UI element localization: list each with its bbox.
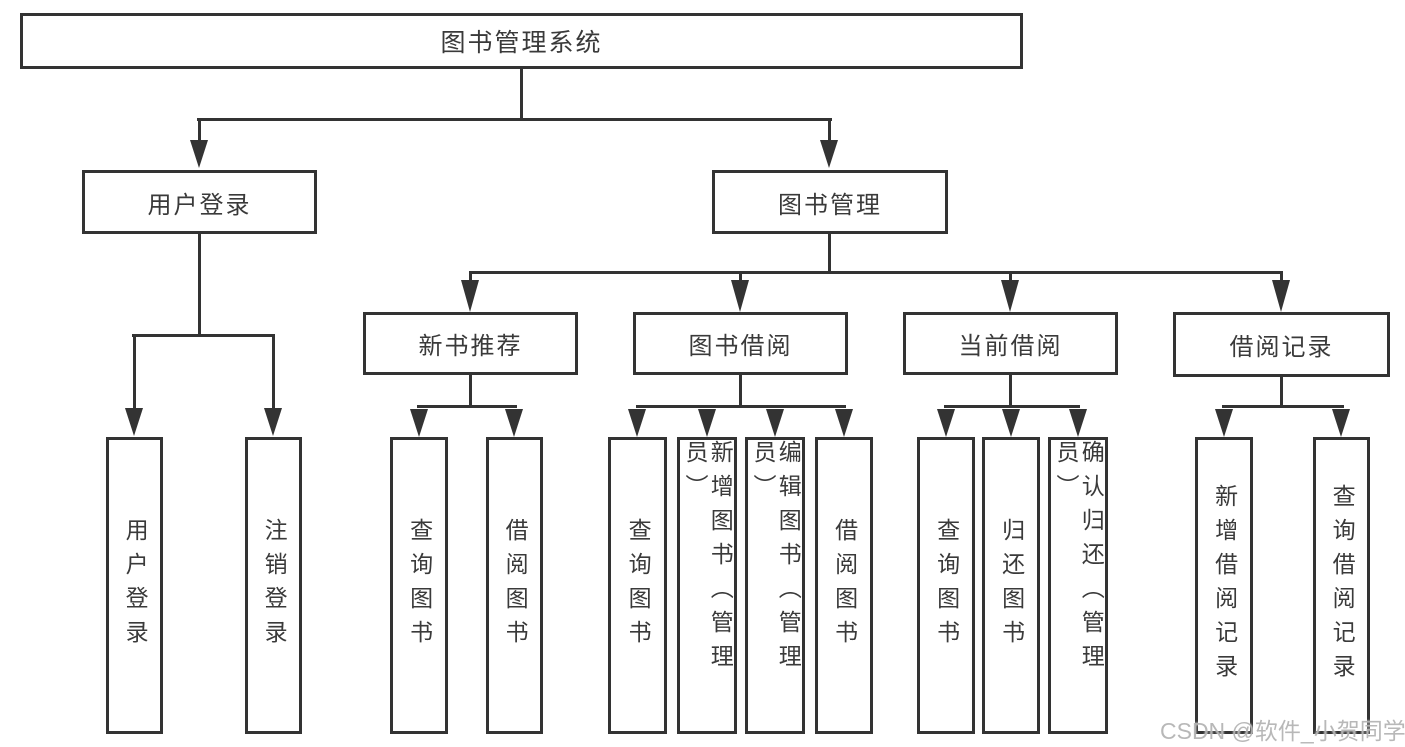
arrow-down-icon	[731, 280, 749, 312]
leaf-label: 确认归还（管理员）	[1053, 440, 1105, 678]
leaf-br-query-record: 查询借阅记录	[1313, 437, 1370, 734]
connector-trunk-borrow-records	[1280, 376, 1283, 408]
leaf-label: 借阅图书	[502, 517, 529, 654]
arrow-down-icon	[937, 409, 955, 437]
leaf-label: 查询图书	[933, 517, 960, 654]
connector-trunk-user-login	[198, 234, 201, 337]
connector-trunk-book-management	[828, 234, 831, 274]
node-current-borrowing: 当前借阅	[903, 312, 1118, 375]
arrow-down-icon	[1069, 409, 1087, 437]
connector-bus-current-borrowing	[944, 405, 1080, 408]
leaf-label: 新增借阅记录	[1211, 483, 1238, 688]
leaf-label: 查询图书	[406, 517, 433, 654]
arrow-down-icon	[628, 409, 646, 437]
connector-bus-level2	[197, 118, 832, 121]
arrow-down-icon	[1272, 280, 1290, 312]
csdn-watermark: CSDN @软件_小贺同学	[1160, 718, 1405, 744]
connector-trunk-root	[520, 69, 523, 121]
arrow-down-icon	[766, 409, 784, 437]
arrow-down-icon	[461, 280, 479, 312]
leaf-user-login: 用户登录	[106, 437, 163, 734]
leaf-label: 编辑图书（管理员）	[750, 440, 802, 678]
connector-drop-section	[739, 271, 742, 283]
leaf-cb-query-books: 查询图书	[917, 437, 975, 734]
leaf-label: 归还图书	[998, 517, 1025, 654]
arrow-down-icon	[698, 409, 716, 437]
node-book-borrowing: 图书借阅	[633, 312, 848, 375]
leaf-bb-edit-books-admin: 编辑图书（管理员）	[745, 437, 805, 734]
leaf-label: 查询借阅记录	[1329, 483, 1356, 688]
node-user-login: 用户登录	[82, 170, 317, 234]
arrow-down-icon	[1332, 409, 1350, 437]
node-borrow-records: 借阅记录	[1173, 312, 1390, 377]
leaf-bb-borrow-books: 借阅图书	[815, 437, 873, 734]
connector-drop-section	[469, 271, 472, 283]
connector-trunk-current-borrowing	[1009, 374, 1012, 408]
arrow-down-icon	[505, 409, 523, 437]
connector-drop-leaf	[133, 334, 136, 414]
leaf-label: 注销登录	[261, 517, 288, 654]
arrow-down-icon	[190, 140, 208, 168]
connector-trunk-book-borrowing	[739, 374, 742, 408]
leaf-label: 新增图书（管理员）	[682, 440, 734, 678]
connector-bus-book-borrowing	[636, 405, 846, 408]
arrow-down-icon	[125, 408, 143, 436]
leaf-cb-return-books: 归还图书	[982, 437, 1040, 734]
connector-bus-sections	[469, 271, 1283, 274]
node-new-book-recommend: 新书推荐	[363, 312, 578, 375]
leaf-cb-confirm-return-admin: 确认归还（管理员）	[1048, 437, 1108, 734]
arrow-down-icon	[410, 409, 428, 437]
connector-drop-section	[1280, 271, 1283, 283]
leaf-label: 借阅图书	[831, 517, 858, 654]
leaf-label: 查询图书	[625, 517, 652, 654]
arrow-down-icon	[1215, 409, 1233, 437]
connector-bus-new-book-recommend	[417, 405, 517, 408]
arrow-down-icon	[820, 140, 838, 168]
leaf-nb-borrow-books: 借阅图书	[486, 437, 543, 734]
arrow-down-icon	[264, 408, 282, 436]
connector-drop-user-login	[198, 118, 201, 144]
leaf-label: 用户登录	[122, 517, 149, 654]
arrow-down-icon	[835, 409, 853, 437]
leaf-bb-add-books-admin: 新增图书（管理员）	[677, 437, 737, 734]
node-book-management: 图书管理	[712, 170, 948, 234]
node-root: 图书管理系统	[20, 13, 1023, 69]
leaf-bb-query-books: 查询图书	[608, 437, 667, 734]
connector-bus-user-login	[132, 334, 275, 337]
connector-drop-section	[1009, 271, 1012, 283]
connector-drop-leaf	[272, 334, 275, 414]
connector-drop-book-management	[828, 118, 831, 144]
connector-bus-borrow-records	[1222, 405, 1344, 408]
leaf-logout: 注销登录	[245, 437, 302, 734]
arrow-down-icon	[1002, 409, 1020, 437]
leaf-nb-query-books: 查询图书	[390, 437, 448, 734]
leaf-br-add-record: 新增借阅记录	[1195, 437, 1253, 734]
connector-trunk-new-book-recommend	[469, 374, 472, 408]
arrow-down-icon	[1001, 280, 1019, 312]
